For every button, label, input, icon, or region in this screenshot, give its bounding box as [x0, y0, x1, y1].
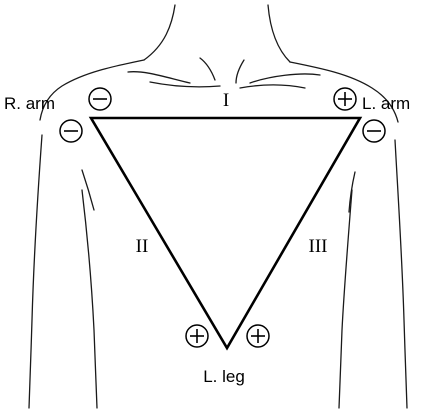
collarbone-inner-right-tick — [236, 60, 244, 83]
arm-left-inner — [82, 190, 97, 408]
arm-right-outer — [395, 140, 407, 408]
arm-right-inner — [339, 190, 352, 408]
positive-electrode-left-leg-left — [186, 325, 208, 347]
collarbone-left-inner — [150, 82, 220, 87]
shoulder-left — [40, 60, 144, 120]
neck-left-line — [144, 5, 175, 60]
lead-1-label: I — [223, 90, 229, 111]
collarbone-inner-left-tick — [200, 58, 215, 80]
lead-3-label: III — [309, 236, 328, 257]
collarbone-right — [250, 74, 320, 83]
collarbone-right-inner — [240, 85, 305, 88]
neck-right-line — [268, 5, 290, 62]
arm-left-outer — [29, 135, 42, 408]
right-arm-label: R. arm — [4, 94, 55, 113]
negative-electrode-right-arm-bottom — [60, 120, 82, 142]
lead-2-label: II — [136, 236, 149, 257]
torso-outline — [29, 5, 407, 408]
negative-electrode-right-arm-top — [89, 88, 111, 110]
positive-electrode-left-arm — [334, 88, 356, 110]
left-arm-label: L. arm — [362, 94, 410, 113]
collarbone-left — [128, 72, 190, 83]
positive-electrode-left-leg-right — [247, 325, 269, 347]
einthoven-triangle — [91, 118, 360, 348]
left-leg-label: L. leg — [203, 367, 245, 386]
negative-electrode-left-arm — [363, 120, 385, 142]
